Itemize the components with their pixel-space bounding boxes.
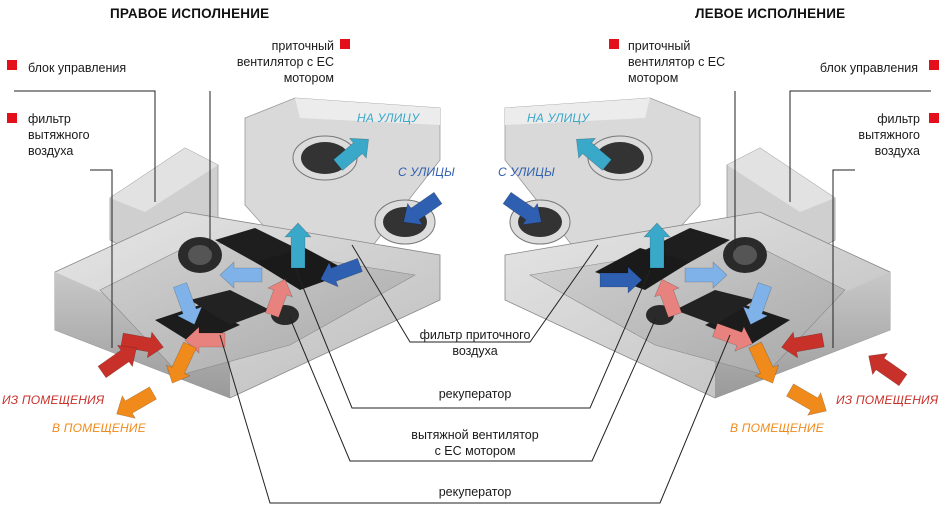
- marker-square: [929, 60, 939, 70]
- arrow-to-room: [116, 386, 157, 419]
- arrow-outside-in: [502, 191, 542, 226]
- flow-outside-out-right: НА УЛИЦУ: [527, 111, 590, 125]
- marker-square: [7, 113, 17, 123]
- arrow-lightblue-down: [742, 282, 772, 325]
- arrow-to-room: [786, 383, 827, 416]
- arrow-lightblue: [219, 261, 263, 289]
- left-unit: [54, 97, 441, 399]
- marker-square: [7, 60, 17, 70]
- label-control-unit-right: блок управления: [819, 61, 918, 75]
- arrow-from-room-in: [781, 331, 825, 359]
- arrow-supply: [643, 222, 671, 269]
- arrow-pink: [265, 278, 293, 318]
- marker-square: [609, 39, 619, 49]
- marker-square: [929, 113, 939, 123]
- arrow-to-room-in: [165, 341, 197, 384]
- arrow-outside-in: [403, 191, 443, 226]
- label-supply-filter: фильтр приточного воздуха: [419, 328, 531, 358]
- arrow-from-room: [868, 352, 908, 387]
- arrow-outside-out: [333, 137, 369, 171]
- leader-lines: [14, 90, 931, 504]
- header-right-version: ПРАВОЕ ИСПОЛНЕНИЕ: [110, 6, 270, 21]
- arrow-pink: [654, 278, 682, 318]
- arrow-from-room: [97, 344, 137, 379]
- flow-to-room-left: В ПОМЕЩЕНИЕ: [52, 421, 146, 435]
- arrow-supply-in: [320, 258, 363, 288]
- arrow-lightblue-down: [173, 282, 203, 325]
- arrow-lightblue: [684, 261, 728, 289]
- header-left-version: ЛЕВОЕ ИСПОЛНЕНИЕ: [695, 6, 846, 21]
- airflow-arrows: [97, 137, 908, 419]
- arrow-supply-in: [599, 266, 643, 294]
- flow-from-room-left: ИЗ ПОМЕЩЕНИЯ: [2, 393, 105, 407]
- flow-from-room-right: ИЗ ПОМЕЩЕНИЯ: [836, 393, 939, 407]
- label-supply-fan-left: приточный вентилятор с ЕС мотором: [236, 39, 334, 85]
- label-exhaust-filter-right: фильтр вытяжного воздуха: [858, 112, 920, 158]
- flow-outside-in-left: С УЛИЦЫ: [398, 165, 455, 179]
- marker-square: [340, 39, 350, 49]
- label-exhaust-fan: вытяжной вентилятор с ЕС мотором: [411, 428, 539, 458]
- arrow-supply: [284, 222, 312, 269]
- flow-outside-in-right: С УЛИЦЫ: [498, 165, 555, 179]
- label-control-unit-left: блок управления: [28, 61, 127, 75]
- label-supply-fan-right: приточный вентилятор с ЕС мотором: [628, 39, 726, 85]
- label-recuperator-1: рекуператор: [438, 387, 512, 401]
- label-recuperator-2: рекуператор: [438, 485, 512, 499]
- arrow-pink-left: [184, 326, 226, 354]
- flow-outside-out-left: НА УЛИЦУ: [357, 111, 420, 125]
- arrow-to-room-in: [748, 341, 780, 384]
- label-exhaust-filter-left: фильтр вытяжного воздуха: [28, 112, 90, 158]
- arrow-pink-right: [712, 323, 754, 352]
- flow-to-room-right: В ПОМЕЩЕНИЕ: [730, 421, 824, 435]
- arrow-outside-out: [576, 137, 612, 171]
